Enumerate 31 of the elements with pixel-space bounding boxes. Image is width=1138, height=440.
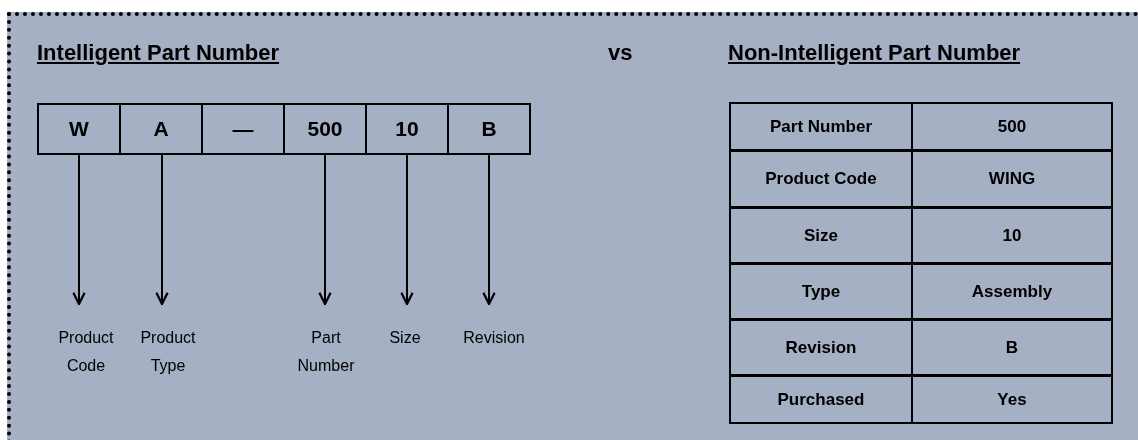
arrow	[72, 154, 86, 306]
segment-label: Part Number	[286, 304, 366, 382]
arrow	[155, 154, 169, 306]
section-heading: Non-Intelligent Part Number	[728, 40, 1021, 66]
table-cell: Purchased	[729, 375, 913, 424]
table-cell: Part Number	[729, 102, 913, 151]
code-segment-box: A	[119, 103, 203, 155]
segment-label: Revision	[452, 304, 536, 382]
code-segment-box: —	[201, 103, 285, 155]
table-cell: Product Code	[729, 150, 913, 208]
table-cell: Type	[729, 263, 913, 320]
table-cell: Size	[729, 207, 913, 264]
table-cell: 500	[911, 102, 1113, 151]
segment-label: Product Type	[128, 304, 208, 382]
code-segment-box: B	[447, 103, 531, 155]
arrow	[400, 154, 414, 306]
code-segment-box: W	[37, 103, 121, 155]
table-cell: Assembly	[911, 263, 1113, 320]
segment-label: Product Code	[46, 304, 126, 382]
section-heading: Intelligent Part Number	[37, 40, 280, 66]
table-cell: B	[911, 319, 1113, 376]
table-cell: 10	[911, 207, 1113, 264]
code-segment-box: 500	[283, 103, 367, 155]
versus-text: vs	[608, 40, 633, 66]
table-cell: Yes	[911, 375, 1113, 424]
arrow	[318, 154, 332, 306]
table-cell: WING	[911, 150, 1113, 208]
segment-label: Size	[375, 304, 435, 382]
arrow	[482, 154, 496, 306]
table-cell: Revision	[729, 319, 913, 376]
code-segment-box: 10	[365, 103, 449, 155]
